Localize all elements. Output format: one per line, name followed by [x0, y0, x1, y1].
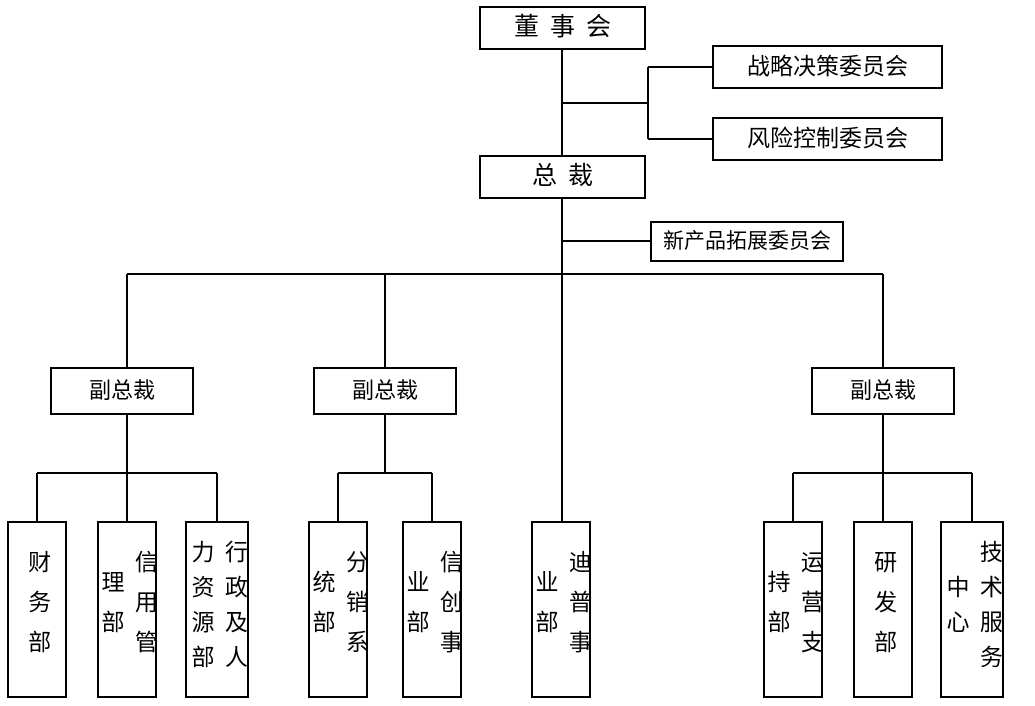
node-vp2[interactable]: 副总裁 — [313, 367, 457, 415]
node-new-product-committee[interactable]: 新产品拓展委员会 — [650, 221, 844, 262]
node-dept-dptech[interactable]: 迪普事业部 — [531, 521, 591, 698]
node-dept-xinchuang-label: 信创事业部 — [403, 549, 462, 670]
node-dept-rnd[interactable]: 研发部 — [853, 521, 913, 698]
node-dept-finance-label: 财务部 — [24, 549, 50, 670]
node-president-label: 总裁 — [531, 163, 604, 190]
node-vp2-label: 副总裁 — [351, 377, 418, 403]
node-risk-committee-label: 风险控制委员会 — [747, 126, 908, 152]
node-dept-tech-service-label: 技术服务中心 — [943, 539, 1002, 680]
node-board-label: 董事会 — [513, 14, 622, 41]
node-vp1[interactable]: 副总裁 — [50, 367, 194, 415]
node-dept-credit[interactable]: 信用管理部 — [97, 521, 157, 698]
node-vp1-label: 副总裁 — [88, 377, 155, 403]
node-dept-rnd-label: 研发部 — [870, 549, 896, 670]
node-dept-hr[interactable]: 行政及人力资源部 — [185, 521, 249, 698]
node-strategy-committee-label: 战略决策委员会 — [747, 54, 908, 80]
node-dept-credit-label: 信用管理部 — [98, 549, 157, 670]
node-new-product-committee-label: 新产品拓展委员会 — [663, 229, 831, 254]
node-dept-operations[interactable]: 运营支持部 — [763, 521, 823, 698]
node-dept-xinchuang[interactable]: 信创事业部 — [402, 521, 462, 698]
node-dept-distribution[interactable]: 分销系统部 — [308, 521, 368, 698]
node-dept-tech-service[interactable]: 技术服务中心 — [940, 521, 1004, 698]
node-vp3[interactable]: 副总裁 — [811, 367, 955, 415]
node-board[interactable]: 董事会 — [479, 6, 646, 50]
node-vp3-label: 副总裁 — [849, 377, 916, 403]
node-risk-committee[interactable]: 风险控制委员会 — [712, 117, 943, 161]
node-strategy-committee[interactable]: 战略决策委员会 — [712, 45, 943, 89]
node-dept-finance[interactable]: 财务部 — [7, 521, 67, 698]
node-dept-hr-label: 行政及人力资源部 — [188, 539, 247, 680]
node-dept-distribution-label: 分销系统部 — [309, 549, 368, 670]
node-dept-dptech-label: 迪普事业部 — [532, 549, 591, 670]
node-president[interactable]: 总裁 — [479, 155, 646, 199]
node-dept-operations-label: 运营支持部 — [764, 549, 823, 670]
